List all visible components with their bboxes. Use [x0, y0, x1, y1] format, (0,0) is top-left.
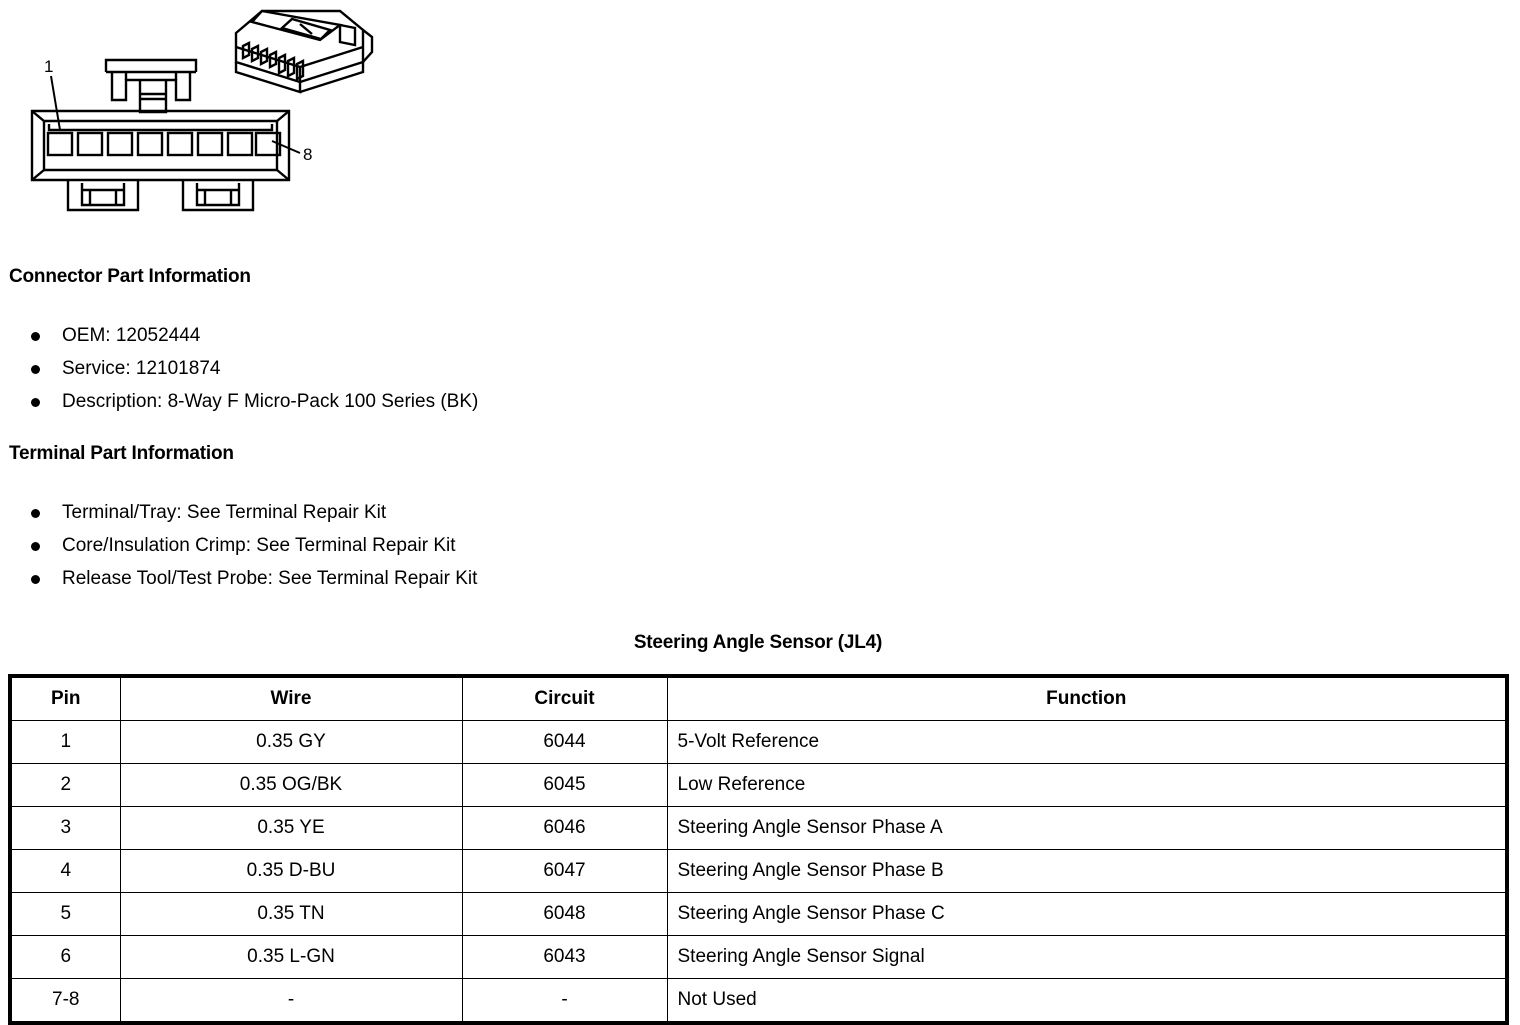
connector-part-information-heading: Connector Part Information: [9, 266, 251, 287]
bullet-icon: [31, 575, 40, 584]
cell-pin: 6: [9, 935, 121, 979]
cell-wire: -: [119, 978, 463, 1024]
list-item: Terminal/Tray: See Terminal Repair Kit: [0, 496, 477, 529]
cell-wire: 0.35 TN: [119, 892, 463, 936]
cavity-7: [226, 131, 254, 157]
table-row: 6 0.35 L-GN 6043 Steering Angle Sensor S…: [9, 935, 1508, 979]
callout-label-8: 8: [303, 145, 312, 164]
cavity-4: [136, 131, 164, 157]
connector-front-view: [30, 58, 291, 212]
connector-part-information-list: OEM: 12052444 Service: 12101874 Descript…: [0, 319, 478, 418]
table-row: 7-8 - - Not Used: [9, 978, 1508, 1024]
list-item-label: Terminal/Tray: See Terminal Repair Kit: [62, 502, 387, 523]
table-row: 2 0.35 OG/BK 6045 Low Reference: [9, 763, 1508, 807]
terminal-part-information-heading: Terminal Part Information: [9, 443, 234, 464]
list-item-label: Core/Insulation Crimp: See Terminal Repa…: [62, 535, 456, 556]
cell-function: Steering Angle Sensor Phase A: [666, 806, 1508, 850]
list-item: Core/Insulation Crimp: See Terminal Repa…: [0, 529, 477, 562]
cell-circuit: 6043: [461, 935, 668, 979]
pinout-table: Pin Wire Circuit Function 1 0.35 GY 6044…: [8, 674, 1509, 1025]
cell-circuit: 6048: [461, 892, 668, 936]
bullet-icon: [31, 365, 40, 374]
column-header-pin: Pin: [9, 675, 121, 721]
cell-circuit: 6045: [461, 763, 668, 807]
list-item: Service: 12101874: [0, 352, 478, 385]
cavity-5: [166, 131, 194, 157]
table-header-row: Pin Wire Circuit Function: [9, 675, 1508, 721]
callout-leader-1: [50, 75, 61, 131]
terminal-part-information-list: Terminal/Tray: See Terminal Repair Kit C…: [0, 496, 477, 595]
cavity-2: [76, 131, 104, 157]
cell-wire: 0.35 L-GN: [119, 935, 463, 979]
cell-function: 5-Volt Reference: [666, 720, 1508, 764]
list-item-label: Service: 12101874: [62, 358, 221, 379]
bullet-icon: [31, 398, 40, 407]
connector-illustration: 1 8: [30, 9, 374, 212]
list-item: Description: 8-Way F Micro-Pack 100 Seri…: [0, 385, 478, 418]
cell-pin: 1: [9, 720, 121, 764]
cell-pin: 5: [9, 892, 121, 936]
table-row: 3 0.35 YE 6046 Steering Angle Sensor Pha…: [9, 806, 1508, 850]
cell-wire: 0.35 GY: [119, 720, 463, 764]
table-row: 5 0.35 TN 6048 Steering Angle Sensor Pha…: [9, 892, 1508, 936]
cell-function: Steering Angle Sensor Signal: [666, 935, 1508, 979]
cell-pin: 2: [9, 763, 121, 807]
list-item: OEM: 12052444: [0, 319, 478, 352]
list-item-label: Release Tool/Test Probe: See Terminal Re…: [62, 568, 478, 589]
list-item-label: Description: 8-Way F Micro-Pack 100 Seri…: [62, 391, 479, 412]
cell-wire: 0.35 OG/BK: [119, 763, 463, 807]
bullet-icon: [31, 509, 40, 518]
table-row: 4 0.35 D-BU 6047 Steering Angle Sensor P…: [9, 849, 1508, 893]
cell-pin: 7-8: [9, 978, 121, 1024]
cell-function: Steering Angle Sensor Phase B: [666, 849, 1508, 893]
cell-circuit: -: [461, 978, 668, 1024]
column-header-wire: Wire: [119, 675, 463, 721]
cell-circuit: 6047: [461, 849, 668, 893]
callout-leader-8: [271, 140, 301, 154]
cell-function: Low Reference: [666, 763, 1508, 807]
cell-circuit: 6044: [461, 720, 668, 764]
cavity-3: [106, 131, 134, 157]
table-row: 1 0.35 GY 6044 5-Volt Reference: [9, 720, 1508, 764]
list-item: Release Tool/Test Probe: See Terminal Re…: [0, 562, 477, 595]
list-item-label: OEM: 12052444: [62, 325, 201, 346]
cell-wire: 0.35 D-BU: [119, 849, 463, 893]
cell-function: Not Used: [666, 978, 1508, 1024]
pinout-table-title: Steering Angle Sensor (JL4): [633, 632, 883, 653]
column-header-circuit: Circuit: [461, 675, 668, 721]
cavity-6: [196, 131, 224, 157]
callout-label-1: 1: [44, 57, 53, 76]
cell-pin: 3: [9, 806, 121, 850]
bullet-icon: [31, 542, 40, 551]
cavity-1: [46, 131, 74, 157]
column-header-function: Function: [666, 675, 1508, 721]
connector-isometric-view: [234, 9, 374, 94]
cell-wire: 0.35 YE: [119, 806, 463, 850]
bullet-icon: [31, 332, 40, 341]
cell-pin: 4: [9, 849, 121, 893]
cell-function: Steering Angle Sensor Phase C: [666, 892, 1508, 936]
cell-circuit: 6046: [461, 806, 668, 850]
